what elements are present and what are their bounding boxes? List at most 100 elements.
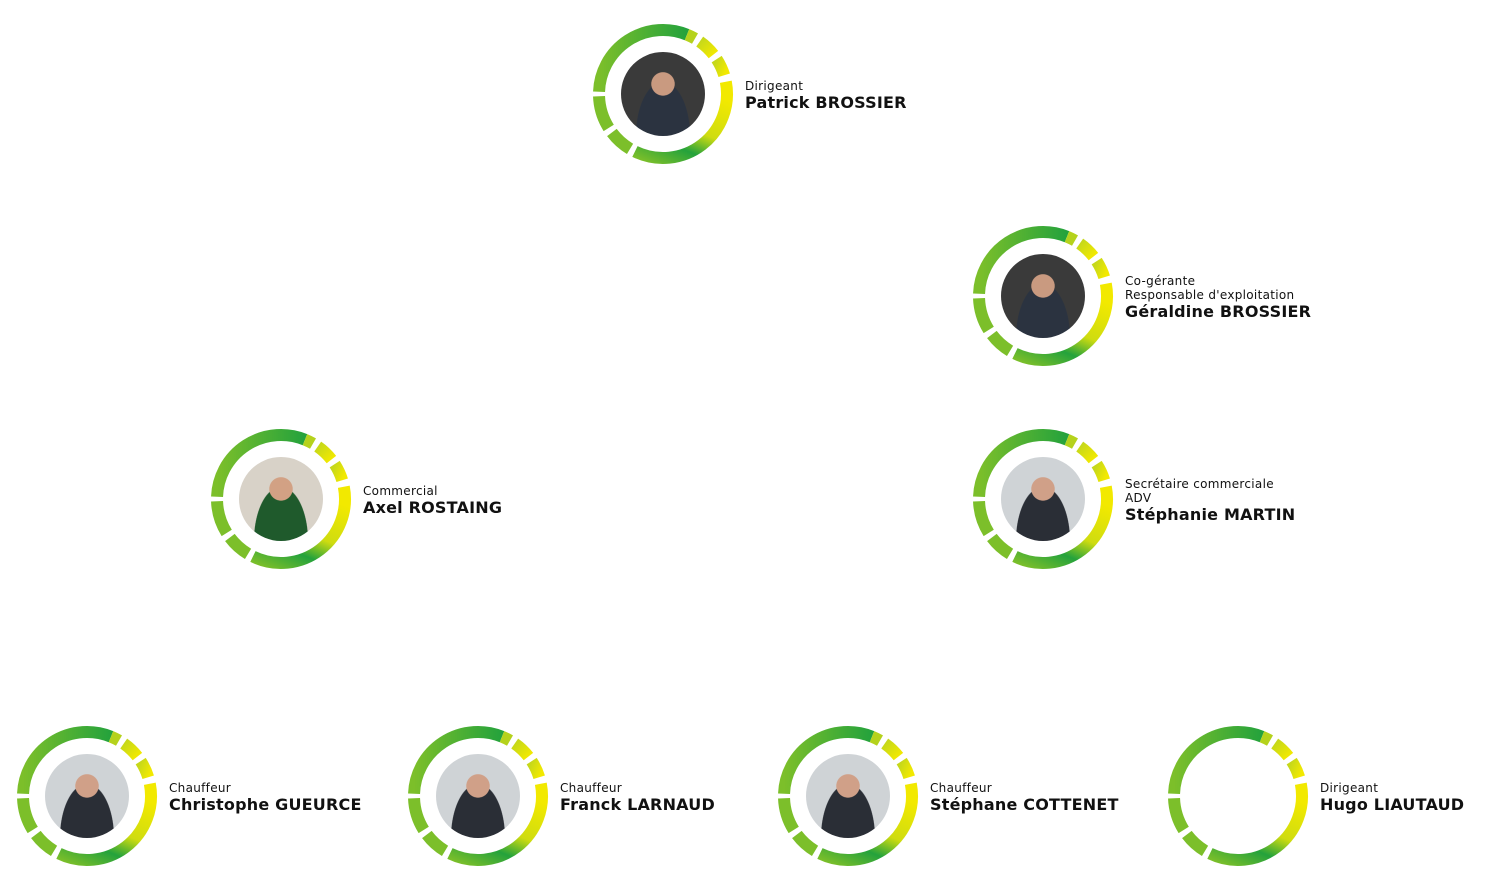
ring-segment	[896, 757, 915, 780]
member-name: Patrick BROSSIER	[745, 93, 907, 112]
ring-decoration	[408, 726, 548, 866]
ring-segment	[211, 500, 232, 537]
ring-segment	[499, 731, 513, 746]
member-role: Commercial	[363, 484, 438, 498]
ring-segment	[1182, 830, 1209, 857]
member-name: Franck LARNAUD	[560, 795, 715, 814]
ring-segment	[250, 485, 351, 569]
member-name: Géraldine BROSSIER	[1125, 302, 1312, 321]
member-photo	[45, 754, 129, 838]
ring-segment	[869, 731, 883, 746]
member-name: Hugo LIAUTAUD	[1320, 795, 1465, 814]
member-role: Secrétaire commerciale	[1125, 477, 1274, 491]
ring-segment	[408, 797, 429, 834]
ring-decoration	[778, 726, 918, 866]
ring-segment	[973, 429, 1070, 498]
ring-segment	[593, 95, 614, 132]
ring-segment	[108, 731, 122, 746]
ring-segment	[778, 726, 875, 795]
ring-segment	[881, 738, 904, 761]
ring-segment	[1064, 231, 1078, 246]
member-role: Co-gérante	[1125, 274, 1196, 288]
ring-segment	[120, 738, 143, 761]
ring-segment	[211, 429, 308, 498]
member-name: Stéphane COTTENET	[930, 795, 1119, 814]
ring-decoration	[593, 24, 733, 164]
ring-segment	[593, 24, 690, 93]
ring-decoration	[211, 429, 351, 569]
member-name: Christophe GUEURCE	[169, 795, 362, 814]
ring-segment	[511, 738, 534, 761]
ring-segment	[225, 533, 252, 560]
ring-segment	[17, 797, 38, 834]
ring-segment	[314, 441, 337, 464]
ring-segment	[135, 757, 154, 780]
ring-segment	[1012, 485, 1113, 569]
ring-decoration	[973, 429, 1113, 569]
member-role: Dirigeant	[745, 79, 804, 93]
ring-segment	[607, 128, 634, 155]
member-photo	[436, 754, 520, 838]
member-photo	[621, 52, 705, 136]
ring-segment	[987, 330, 1014, 357]
ring-decoration	[1168, 726, 1308, 866]
ring-segment	[696, 36, 719, 59]
ring-segment	[817, 782, 918, 866]
member-role: Responsable d'exploitation	[1125, 288, 1295, 302]
member-role: Chauffeur	[169, 781, 232, 795]
ring-segment	[1012, 282, 1113, 366]
ring-segment	[1168, 797, 1189, 834]
member-photo	[1001, 254, 1085, 338]
member-role: Chauffeur	[560, 781, 623, 795]
ring-segment	[1207, 782, 1308, 866]
ring-segment	[973, 500, 994, 537]
ring-segment	[778, 797, 799, 834]
member-name: Axel ROSTAING	[363, 498, 503, 517]
ring-segment	[1091, 460, 1110, 483]
ring-segment	[302, 434, 316, 449]
ring-segment	[987, 533, 1014, 560]
ring-segment	[792, 830, 819, 857]
ring-segment	[422, 830, 449, 857]
ring-segment	[408, 726, 505, 795]
ring-segment	[526, 757, 545, 780]
member-photo	[239, 457, 323, 541]
member-name: Stéphanie MARTIN	[1125, 505, 1296, 524]
ring-segment	[1168, 726, 1265, 795]
ring-segment	[1091, 257, 1110, 280]
ring-segment	[31, 830, 58, 857]
ring-segment	[447, 782, 548, 866]
ring-segment	[1064, 434, 1078, 449]
member-role: Chauffeur	[930, 781, 993, 795]
ring-segment	[1271, 738, 1294, 761]
ring-segment	[684, 29, 698, 44]
ring-segment	[56, 782, 157, 866]
ring-segment	[632, 80, 733, 164]
member-photo	[1001, 457, 1085, 541]
ring-segment	[329, 460, 348, 483]
ring-segment	[973, 297, 994, 334]
ring-segment	[1076, 441, 1099, 464]
ring-segment	[1286, 757, 1305, 780]
ring-segment	[1259, 731, 1273, 746]
ring-decoration	[17, 726, 157, 866]
member-role: ADV	[1125, 491, 1152, 505]
ring-decoration	[973, 226, 1113, 366]
ring-segment	[711, 55, 730, 78]
